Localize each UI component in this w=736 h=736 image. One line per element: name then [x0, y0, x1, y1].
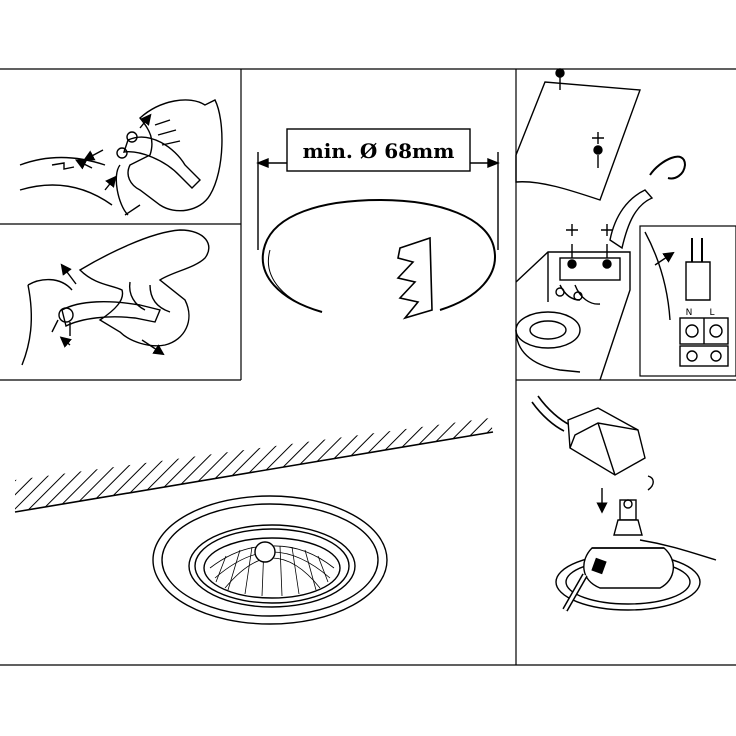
- downlight-icon: [152, 495, 388, 625]
- step1-squeeze-clip: [19, 99, 223, 216]
- mounted-downlight-panel: [14, 418, 494, 625]
- terminal-block-icon: [679, 238, 729, 367]
- terminal-label-n: N: [686, 308, 693, 318]
- terminal-label-l: L: [709, 308, 714, 318]
- ceiling-panel-icon: [515, 81, 641, 201]
- screw-icon: [555, 68, 604, 168]
- hand-spring-clip-icon: [127, 99, 223, 212]
- step2-release-clip: [21, 229, 210, 366]
- cable-icon: [649, 155, 687, 180]
- ceiling-hatch-icon: [15, 418, 493, 512]
- diameter-label: min. Ø 68mm: [303, 139, 455, 163]
- saw-blade-icon: [396, 236, 433, 320]
- lamp-socket-panel: [531, 395, 717, 612]
- wiring-panel: N L: [515, 68, 736, 381]
- cutout-ring-icon: [261, 198, 496, 313]
- lamp-socket-icon: [567, 407, 646, 476]
- spring-clip-icon: [122, 136, 201, 189]
- diameter-label-box: [286, 128, 471, 172]
- cutout-diameter-panel: min. Ø 68mm: [256, 128, 500, 320]
